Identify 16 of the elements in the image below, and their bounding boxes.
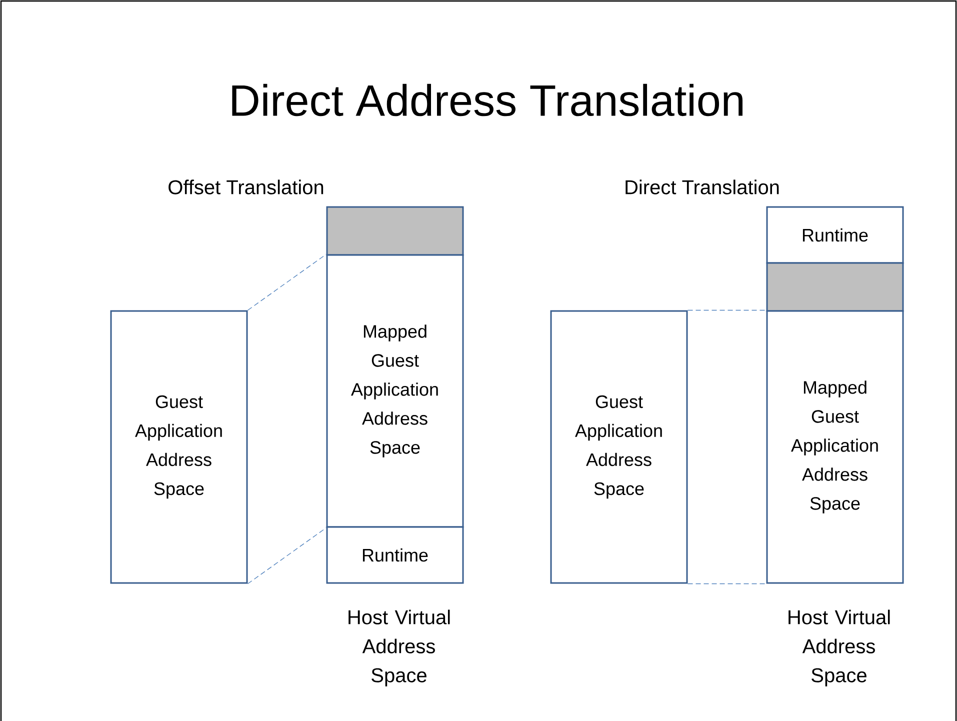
memory-region: Guest Application Address Space <box>110 310 248 584</box>
dashed-line <box>247 527 327 584</box>
dashed-line <box>247 254 327 311</box>
shaded-region <box>326 206 464 256</box>
axis-caption: Host Virtual Address Space <box>788 610 890 686</box>
memory-region: Runtime <box>766 206 904 264</box>
title: Direct Address Translation <box>232 84 742 116</box>
axis-caption: Host Virtual Address Space <box>348 610 450 686</box>
memory-region: Guest Application Address Space <box>550 310 688 584</box>
dashed-line <box>687 310 767 311</box>
memory-region: Mapped Guest Application Address Space <box>766 310 904 584</box>
dashed-line <box>687 583 767 584</box>
section-heading: Direct Translation <box>626 180 779 194</box>
memory-region: Runtime <box>326 526 464 584</box>
section-heading: Offset Translation <box>168 180 324 194</box>
shaded-region <box>766 262 904 312</box>
